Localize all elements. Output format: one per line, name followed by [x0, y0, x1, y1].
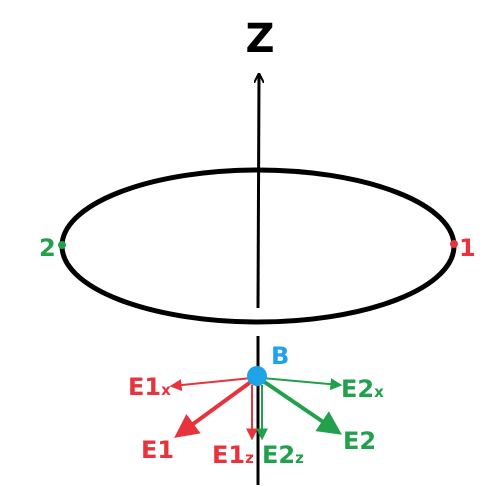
point-1-label: 1 — [459, 234, 476, 262]
z-axis-upper-arrow — [258, 74, 259, 309]
point-2-dot — [58, 241, 66, 249]
e1x-label: E1x — [128, 373, 171, 401]
e1-label: E1 — [141, 436, 174, 464]
e2x-vector-arrow — [261, 377, 343, 391]
e2-vector-arrow — [261, 379, 342, 435]
field-point-b — [247, 366, 267, 386]
e1x-vector-arrow — [169, 377, 253, 392]
e1z-label: E1z — [212, 441, 254, 469]
e2z-label: E2z — [262, 441, 304, 469]
e1-vector-arrow — [174, 379, 254, 438]
field-point-b-label: B — [271, 342, 289, 370]
e2x-label: E2x — [341, 375, 384, 403]
point-2-label: 2 — [39, 234, 56, 262]
e2-label: E2 — [343, 427, 376, 455]
point-1-dot — [450, 240, 458, 248]
z-axis-label: Z — [245, 16, 274, 62]
